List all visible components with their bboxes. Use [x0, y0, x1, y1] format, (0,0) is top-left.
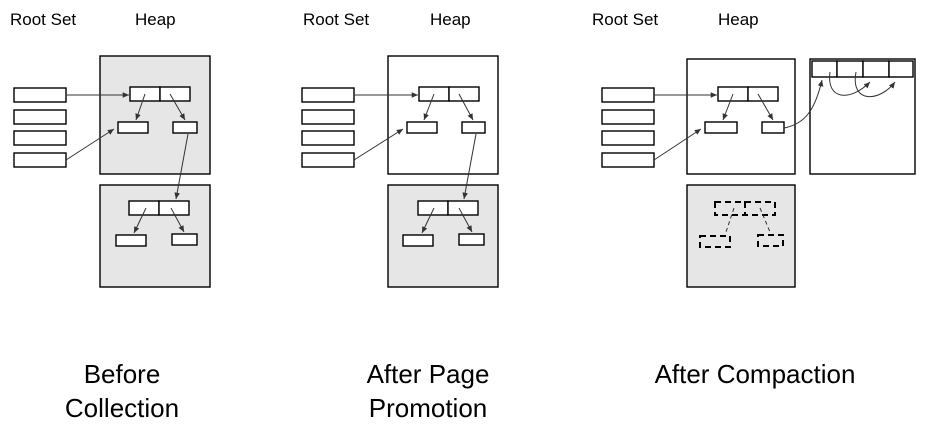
- root-slot: [601, 109, 655, 125]
- root-set-label: Root Set: [592, 10, 659, 29]
- pointer-arrow: [169, 93, 186, 121]
- root-set-slots: [601, 87, 655, 168]
- heap-page-upper: [387, 55, 499, 175]
- heap-label: Heap: [430, 10, 471, 29]
- pointer-arrow: [722, 93, 734, 121]
- pointers: [653, 71, 896, 161]
- heap-object: [158, 200, 190, 216]
- root-slot: [601, 130, 655, 146]
- heap-object: [117, 121, 149, 134]
- heap-objects: [402, 86, 486, 247]
- heap-object: [458, 233, 485, 246]
- caption-line: Collection: [64, 393, 180, 423]
- pointer-arrow: [783, 79, 824, 129]
- panel-after-compaction: [601, 58, 916, 288]
- pointer-arrow: [462, 133, 477, 200]
- root-slot: [13, 109, 67, 125]
- pointer-arrow: [757, 93, 774, 121]
- heap-label: Heap: [135, 10, 176, 29]
- heap-page-upper: [686, 58, 796, 175]
- freed-object: [714, 201, 746, 216]
- root-slot: [301, 87, 355, 103]
- pointer-arrow: [829, 71, 871, 96]
- heap-object: [448, 86, 480, 102]
- heap-object: [171, 233, 198, 246]
- caption-line: Before: [83, 359, 161, 389]
- pointer-arrow: [423, 93, 435, 121]
- caption-line: After Compaction: [654, 359, 856, 389]
- root-set-label: Root Set: [10, 10, 77, 29]
- heap-object: [172, 121, 198, 134]
- compacted-objects: [811, 60, 914, 78]
- pointers: [65, 92, 189, 234]
- root-set-slots: [13, 87, 67, 168]
- compacted-object: [888, 60, 914, 78]
- compacted-object: [811, 60, 838, 78]
- root-slot: [601, 152, 655, 168]
- pointer-arrow: [458, 207, 473, 233]
- pointer-arrow: [653, 128, 702, 161]
- heap-object: [761, 121, 785, 134]
- panel-after-page-promotion: [301, 55, 499, 288]
- root-slot: [13, 130, 67, 146]
- heap-objects: [115, 86, 198, 247]
- root-set-label: Root Set: [303, 10, 370, 29]
- panel-caption: After Page Promotion: [328, 357, 528, 425]
- root-slot: [601, 87, 655, 103]
- heap-page-upper: [99, 55, 211, 175]
- root-slot: [13, 87, 67, 103]
- compacted-object: [862, 60, 890, 78]
- freed-object: [699, 235, 731, 248]
- panel-before-collection: [13, 55, 211, 288]
- caption-line: After Page: [366, 359, 490, 389]
- heap-object: [115, 234, 147, 247]
- pointer-arrow: [170, 207, 185, 233]
- heap-object: [447, 200, 479, 216]
- dashed-pointer: [759, 207, 771, 233]
- pointers: [353, 92, 477, 234]
- root-set-slots: [301, 87, 355, 168]
- heap-object: [417, 200, 449, 216]
- pointer-arrow: [133, 207, 147, 234]
- heap-object: [406, 121, 438, 134]
- root-slot: [13, 152, 67, 168]
- pointer-arrow: [458, 93, 474, 121]
- freed-object: [744, 201, 776, 216]
- pointer-arrow: [421, 207, 435, 234]
- heap-object: [704, 121, 738, 134]
- root-slot: [301, 130, 355, 146]
- panel-caption: Before Collection: [22, 357, 222, 425]
- caption-line: Promotion: [368, 393, 488, 423]
- pointer-arrow: [353, 128, 404, 161]
- freed-object: [757, 234, 784, 247]
- pointer-arrow: [135, 93, 146, 121]
- pointer-arrow: [174, 133, 189, 200]
- heap-label: Heap: [718, 10, 759, 29]
- heap-object: [402, 234, 434, 247]
- heap-object: [159, 86, 191, 102]
- pointer-arrow: [65, 128, 115, 161]
- root-slot: [301, 152, 355, 168]
- pointer-arrow: [854, 71, 896, 97]
- heap-object: [747, 86, 779, 102]
- dashed-pointer: [725, 207, 735, 233]
- freed-objects: [699, 201, 784, 248]
- heap-objects: [704, 86, 785, 134]
- panel-caption: After Compaction: [625, 357, 885, 391]
- root-slot: [301, 109, 355, 125]
- heap-object: [461, 121, 486, 134]
- compacted-page: [809, 58, 916, 175]
- compacted-object: [836, 60, 864, 78]
